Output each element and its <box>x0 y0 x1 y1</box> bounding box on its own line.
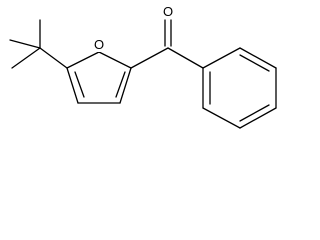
bond-c4-c5-double <box>74 71 85 98</box>
furan-ring <box>66 51 132 104</box>
furan-oxygen-label-bg <box>92 36 106 52</box>
bond-c2-c3 <box>119 67 132 104</box>
bond-c5-o1 <box>66 51 100 69</box>
bond-o1-c2 <box>98 51 132 69</box>
bond-tbu-methyl-left <box>9 39 41 49</box>
structure-diagram: O O <box>0 0 281 133</box>
bond-ph-inner-a <box>239 54 270 72</box>
bond-ph-1-2 <box>202 47 241 69</box>
bond-ph-5-6 <box>202 107 241 129</box>
bond-c2-c3-double <box>115 71 126 98</box>
bond-c4-c5 <box>66 67 79 104</box>
carbonyl-oxygen-label: O <box>163 4 173 19</box>
bond-tbu-quaternary-to-ring <box>39 47 68 69</box>
carbonyl-oxygen-label-bg <box>161 3 175 19</box>
bond-tbu-methyl-lower-left <box>11 47 41 69</box>
bond-carbonyl-to-phenyl <box>167 47 204 69</box>
bond-ph-2-3 <box>239 47 277 69</box>
bond-ph-inner-b <box>239 104 270 122</box>
bond-ph-4-5 <box>239 107 277 129</box>
molecule-svg: O O <box>9 3 277 129</box>
carbonyl-group <box>130 19 204 69</box>
phenyl-ring <box>202 47 277 129</box>
bond-c2-carbonyl <box>130 47 169 69</box>
tert-butyl-group <box>9 19 68 69</box>
furan-oxygen-label: O <box>94 37 104 52</box>
